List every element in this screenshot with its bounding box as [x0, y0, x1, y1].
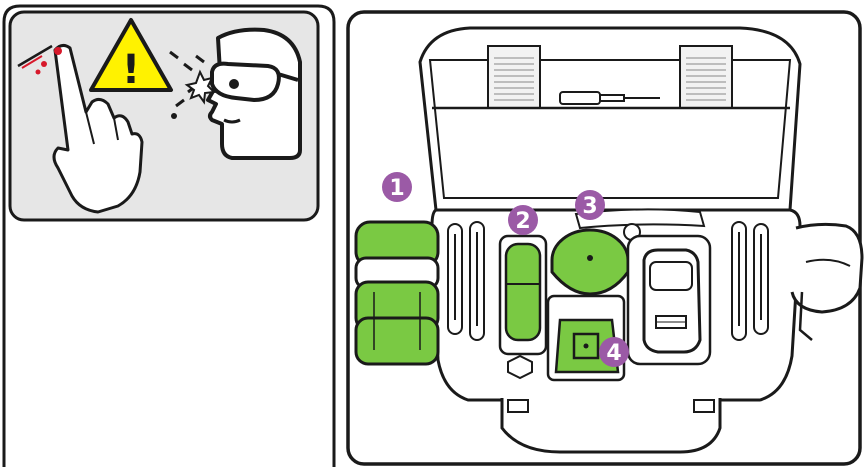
warning-symbol: !: [122, 47, 140, 93]
case-panel: 1 2 3 4: [348, 12, 862, 464]
laser-level-device: [628, 236, 710, 364]
svg-text:2: 2: [515, 209, 530, 234]
svg-text:1: 1: [389, 176, 404, 201]
svg-text:4: 4: [606, 341, 621, 366]
safety-warning-panel: !: [10, 12, 318, 220]
callout-badge-2: 2: [508, 205, 538, 235]
svg-text:3: 3: [582, 194, 597, 219]
callout-badge-3: 3: [575, 190, 605, 220]
case-lid: [420, 28, 800, 210]
callout-badge-4: 4: [599, 337, 629, 367]
green-roll-stack: [356, 222, 438, 364]
callout-badge-1: 1: [382, 172, 412, 202]
